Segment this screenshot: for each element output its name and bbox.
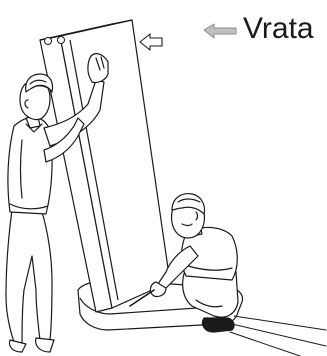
door-pointer-arrow [140,34,162,50]
vrata-label: Vrata [243,12,314,46]
arrow-left-icon [204,24,236,38]
floor-lines [230,316,326,356]
